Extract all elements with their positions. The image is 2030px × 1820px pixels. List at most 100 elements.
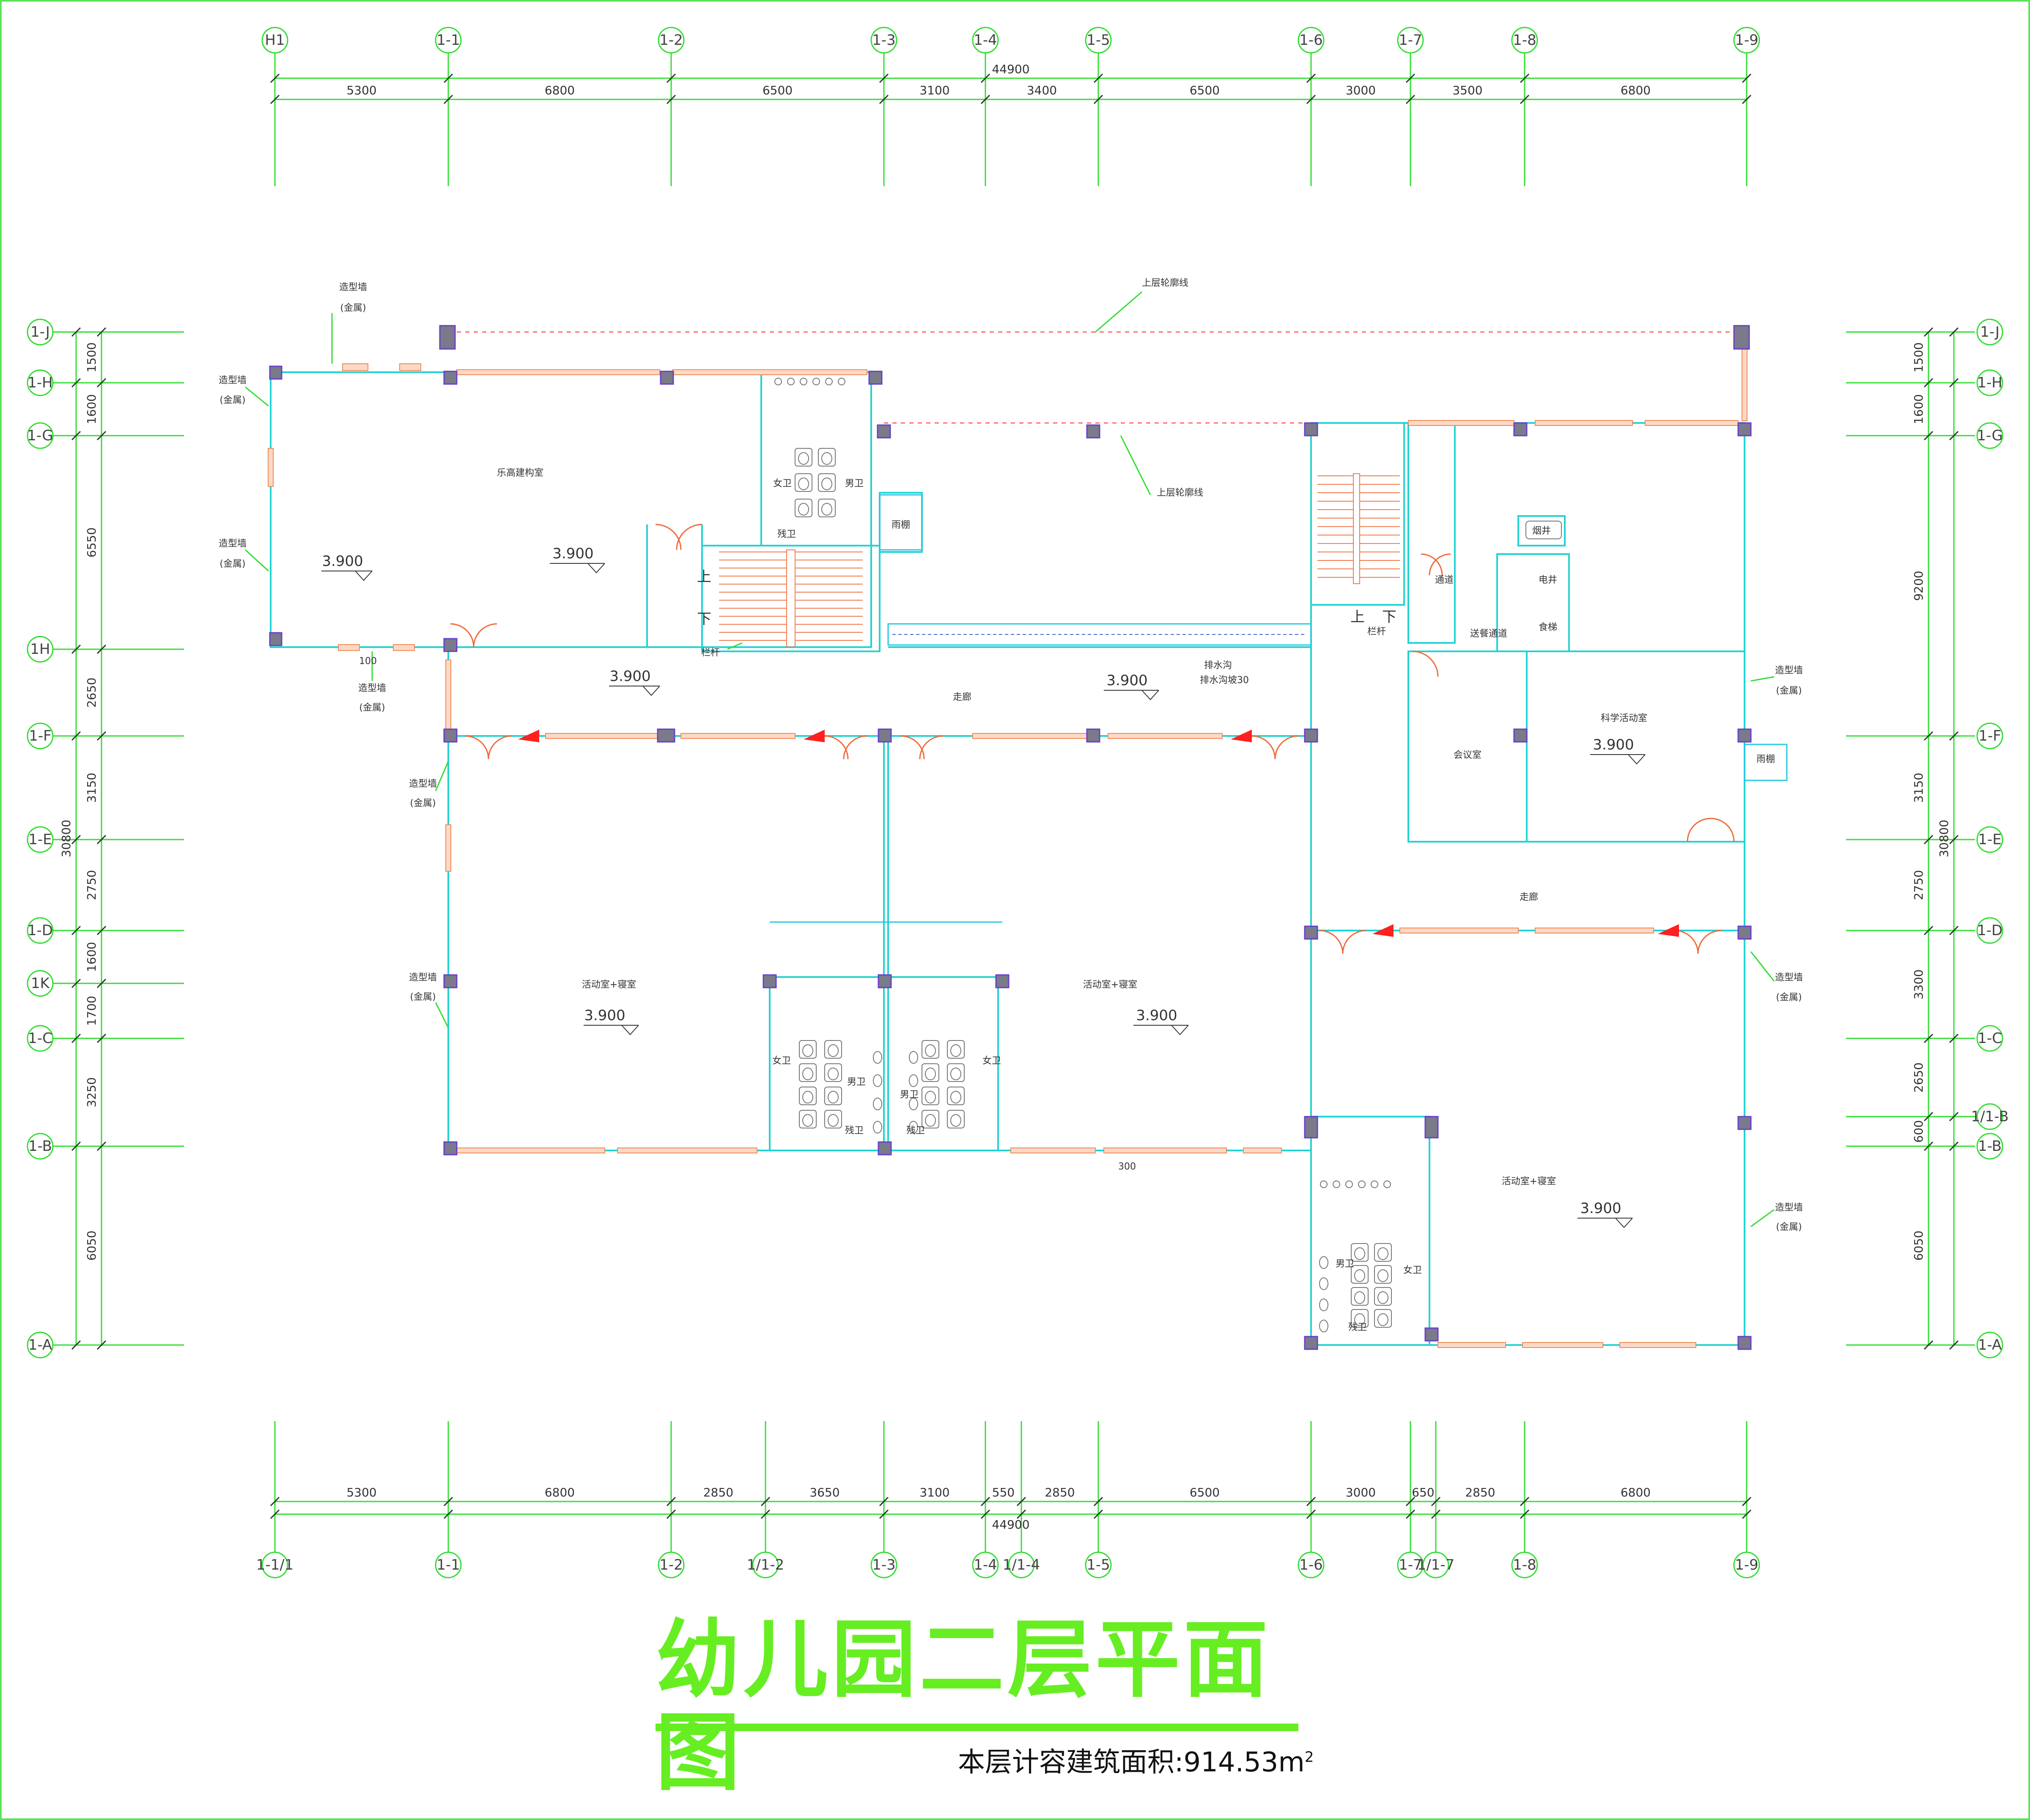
bottom-dim-1: 6800 [545, 1485, 575, 1499]
bottom-dim-5: 550 [992, 1485, 1015, 1499]
label-mens-wc-1: 男卫 [845, 478, 864, 489]
bottom-dim-4: 3100 [919, 1485, 949, 1499]
note-modeling-wall-4: 造型墙 [358, 683, 386, 694]
axis-left-10: 1-A [28, 1337, 52, 1353]
axis-top-4: 1-4 [974, 32, 997, 49]
axis-bottom-10: 1/1-7 [1417, 1556, 1455, 1573]
room-canopy-1: 雨棚 [892, 520, 910, 530]
right-dim-8: 6050 [1912, 1230, 1926, 1260]
wall-smoke-shaft [1517, 515, 1566, 546]
top-dim-1: 6800 [545, 83, 575, 97]
note-modeling-wall-6: 造型墙 [409, 972, 437, 983]
elevation-1: 3.900 [322, 553, 363, 570]
axis-bottom-1: 1-1 [436, 1556, 460, 1573]
wall-wc-top [760, 371, 872, 546]
axis-right-7: 1/1-B [1971, 1108, 2008, 1125]
bottom-dim-3: 3650 [809, 1485, 839, 1499]
right-dim-7: 600 [1912, 1120, 1926, 1142]
note-upper-outline-2: 上层轮廓线 [1157, 488, 1203, 498]
floor-area-label: 本层计容建筑面积:914.53m2 [958, 1740, 1314, 1779]
bottom-dim-11: 6800 [1621, 1485, 1651, 1499]
room-elevator: 电井 [1539, 575, 1557, 585]
label-mens-wc-2: 男卫 [847, 1077, 866, 1087]
wall-lego-notch [646, 524, 703, 648]
note-modeling-wall-2: 造型墙 [219, 375, 247, 386]
axis-right-8: 1-B [1978, 1138, 2002, 1155]
note-modeling-wall-3-sub: (金属) [219, 559, 245, 569]
elevation-marks: 3.900 3.900 3.900 3.900 3.900 3.900 3.90… [321, 545, 1646, 1228]
axis-top-3: 1-3 [872, 32, 896, 49]
right-dim-1: 1600 [1912, 394, 1926, 424]
left-dim-3: 2650 [85, 678, 99, 708]
axis-right-0: 1-J [1980, 324, 2000, 340]
top-dim-2: 6500 [763, 83, 793, 97]
wall-main-left-bottom [447, 647, 1311, 1151]
room-meal-passage: 送餐通道 [1470, 629, 1507, 639]
top-dim-4: 3400 [1027, 83, 1057, 97]
note-modeling-wall-1-sub: (金属) [340, 303, 366, 313]
note-modeling-wall-7-sub: (金属) [1776, 686, 1802, 696]
left-dim-1: 1600 [85, 394, 99, 424]
right-dim-3: 3150 [1912, 773, 1926, 803]
axis-bottom-5: 1-4 [974, 1556, 997, 1573]
top-dim-8: 6800 [1621, 83, 1651, 97]
wall-canopy-right [1744, 744, 1788, 781]
axis-left-7: 1K [31, 975, 50, 992]
note-modeling-wall-1: 造型墙 [339, 282, 367, 293]
label-womens-wc-1: 女卫 [773, 478, 792, 489]
left-total: 30800 [59, 820, 73, 857]
top-dim-3: 3100 [919, 83, 949, 97]
bottom-dim-6: 2850 [1045, 1485, 1075, 1499]
room-passage: 通道 [1435, 575, 1454, 585]
note-modeling-wall-4-sub: (金属) [359, 703, 385, 713]
window-strips [268, 332, 1747, 1348]
note-upper-outline-1: 上层轮廓线 [1142, 278, 1188, 288]
axis-left-5: 1-E [28, 831, 52, 848]
wall-passage [1407, 422, 1456, 644]
elevation-3: 3.900 [609, 668, 650, 685]
axis-bottom-6: 1/1-4 [1003, 1556, 1040, 1573]
top-dim-5: 6500 [1190, 83, 1220, 97]
room-corridor-right: 走廊 [1520, 892, 1538, 903]
note-drain: 排水沟 [1204, 660, 1232, 671]
note-stair-up-1: 上 [697, 568, 711, 585]
room-food-lift: 食梯 [1539, 622, 1557, 633]
wall-meeting [1407, 651, 1528, 843]
axis-bottom-3: 1/1-2 [747, 1556, 785, 1573]
note-modeling-wall-9: 造型墙 [1775, 1202, 1803, 1213]
note-modeling-wall-7: 造型墙 [1775, 665, 1803, 676]
axis-right-2: 1-G [1977, 427, 2003, 444]
left-dim-2: 6550 [85, 527, 99, 557]
drain-channel [887, 623, 1312, 646]
axis-top-9: 1-9 [1735, 32, 1758, 49]
axis-left-9: 1-B [28, 1138, 52, 1155]
room-lego: 乐高建构室 [497, 468, 543, 478]
left-dim-5: 2750 [85, 870, 99, 900]
bottom-dim-2: 2850 [703, 1485, 733, 1499]
note-modeling-wall-6-sub: (金属) [410, 992, 436, 1002]
axis-left-6: 1-D [27, 922, 53, 939]
axis-right-4: 1-E [1978, 831, 2001, 848]
room-meeting: 会议室 [1454, 750, 1481, 760]
label-accessible-wc-1: 残卫 [777, 529, 796, 540]
wall-elevator [1496, 553, 1570, 652]
bottom-dim-9: 650 [1412, 1485, 1434, 1499]
axis-top-1: 1-1 [436, 32, 460, 49]
axis-right-9: 1-A [1978, 1337, 2002, 1353]
axis-top-2: 1-2 [659, 32, 683, 49]
fire-door-markers [518, 730, 1679, 937]
right-dim-6: 2650 [1912, 1062, 1926, 1093]
note-modeling-wall-8: 造型墙 [1775, 972, 1803, 983]
wall-science [1526, 651, 1745, 843]
label-womens-wc-4: 女卫 [1403, 1265, 1422, 1276]
note-dim-100: 100 [359, 656, 377, 667]
sanitary-fixtures [774, 378, 1562, 1332]
axis-left-0: 1-J [30, 324, 50, 340]
doors [450, 524, 1735, 954]
note-modeling-wall-5-sub: (金属) [410, 798, 436, 809]
note-stair-down-1: 下 [697, 611, 711, 628]
note-modeling-wall-9-sub: (金属) [1776, 1222, 1802, 1233]
axis-grid-lines [53, 49, 1975, 1552]
